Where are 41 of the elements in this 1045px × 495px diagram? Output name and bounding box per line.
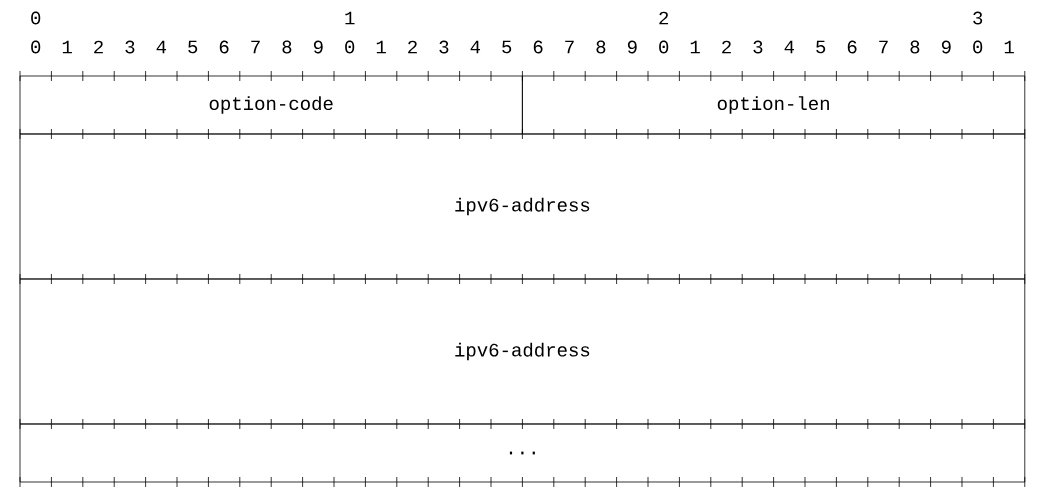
bit-number: 8 [596,40,606,54]
bit-number: 1 [376,40,386,54]
field-box: option-len [522,75,1026,135]
bit-number: 6 [533,40,543,54]
bit-number: 2 [408,40,417,54]
bit-number: 4 [156,40,167,54]
bit-number: 0 [31,11,41,25]
bit-number: 8 [910,40,920,54]
bit-number: 9 [313,40,323,54]
bit-number: 4 [470,40,481,54]
field-box: ipv6-address [19,133,1026,280]
bit-number: 7 [879,40,888,54]
bit-number: 7 [251,40,260,54]
bit-number: 5 [816,40,826,54]
bit-number: 7 [565,40,574,54]
field-box: ipv6-address [19,278,1026,425]
bit-number: 4 [784,40,795,54]
bit-number: 0 [345,40,355,54]
bit-number: 0 [973,40,983,54]
bit-number: 2 [722,40,731,54]
bit-number: 6 [219,40,229,54]
field-box: option-code [19,75,523,135]
bit-number: 3 [125,40,135,54]
bit-number: 5 [188,40,198,54]
bit-number: 2 [94,40,103,54]
bit-number: 1 [62,40,72,54]
bit-number: 3 [439,40,449,54]
bit-number: 1 [345,11,355,25]
bit-number: 9 [941,40,951,54]
bit-number: 1 [690,40,700,54]
bit-number: 0 [659,40,669,54]
bit-number: 6 [847,40,857,54]
bit-number: 2 [659,11,669,25]
bit-number: 0 [31,40,41,54]
field-box: ... [19,423,1026,483]
bit-number: 5 [502,40,512,54]
bit-number: 9 [627,40,637,54]
bit-number: 1 [1004,40,1014,54]
bit-number: 8 [282,40,292,54]
bit-number: 3 [753,40,763,54]
bit-number: 3 [973,11,983,25]
